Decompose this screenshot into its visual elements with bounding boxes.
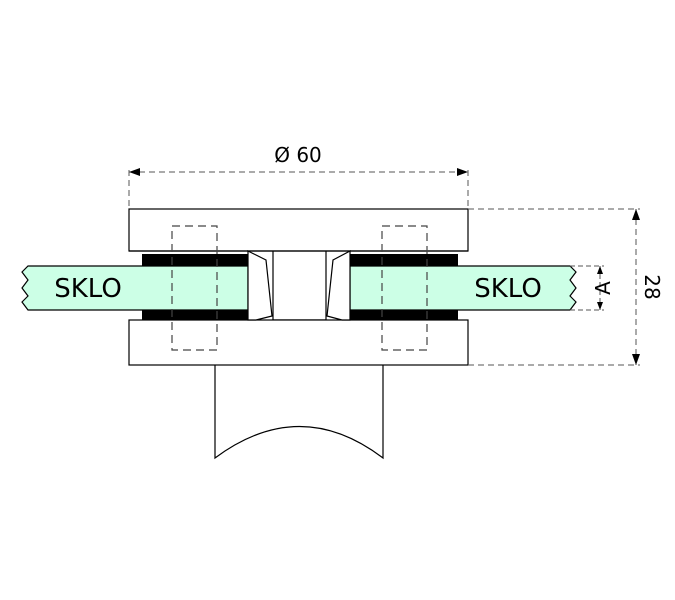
gasket-top-left [142, 254, 248, 266]
clamp-shaft [214, 365, 384, 460]
height-arrow-bottom [632, 354, 640, 365]
diameter-label: Ø 60 [274, 143, 322, 167]
gasket-bottom-right [350, 310, 458, 322]
height-dimension [468, 208, 640, 366]
thickness-label: A [591, 281, 615, 295]
diameter-arrow-left [129, 168, 140, 176]
bolt-right [381, 225, 428, 351]
height-label: 28 [640, 274, 664, 299]
wedge-left [247, 250, 273, 321]
glass-label-right: SKLO [474, 274, 542, 304]
gasket-bottom-left [142, 310, 248, 322]
glass-label-left: SKLO [54, 274, 122, 304]
thickness-arrow-top [597, 266, 603, 274]
diameter-dimension [128, 170, 469, 209]
diameter-arrow-right [457, 168, 468, 176]
height-arrow-top [632, 209, 640, 220]
clamp-top-plate [128, 208, 469, 252]
wedge-right [326, 250, 351, 321]
gasket-top-right [350, 254, 458, 266]
glass-panel-right [349, 265, 577, 311]
thickness-arrow-bottom [597, 302, 603, 310]
bolt-left [171, 225, 218, 351]
clamp-bottom-plate [128, 319, 469, 366]
